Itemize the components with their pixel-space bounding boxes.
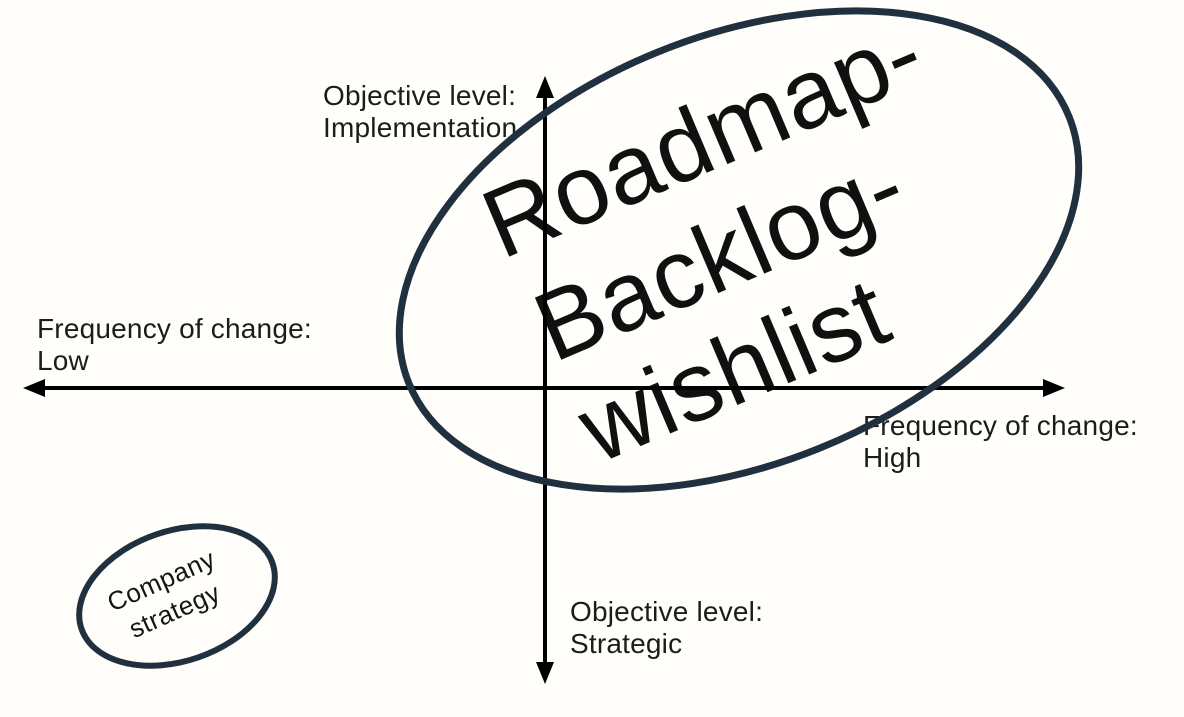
y-axis-top-arrowhead-icon [536, 76, 554, 98]
x-axis-left-arrowhead-icon [23, 379, 45, 397]
label-objective-implementation-line-1: Objective level: [323, 80, 517, 111]
label-objective-strategic-line-1: Objective level: [570, 596, 764, 627]
label-frequency-low-line-1: Frequency of change: [37, 313, 312, 344]
label-frequency-high-line-1: Frequency of change: [863, 410, 1138, 441]
label-objective-implementation: Objective level: Implementation [323, 80, 517, 144]
label-frequency-high: Frequency of change: High [863, 410, 1138, 474]
y-axis-bottom-arrowhead-icon [536, 662, 554, 684]
label-frequency-high-line-2: High [863, 442, 922, 473]
label-objective-implementation-line-2: Implementation [323, 112, 518, 143]
label-frequency-low: Frequency of change: Low [37, 313, 312, 377]
label-frequency-low-line-2: Low [37, 345, 89, 376]
company-strategy-text: Company strategy [102, 543, 234, 650]
label-objective-strategic-line-2: Strategic [570, 628, 683, 659]
label-objective-strategic: Objective level: Strategic [570, 596, 763, 660]
x-axis-right-arrowhead-icon [1043, 379, 1065, 397]
